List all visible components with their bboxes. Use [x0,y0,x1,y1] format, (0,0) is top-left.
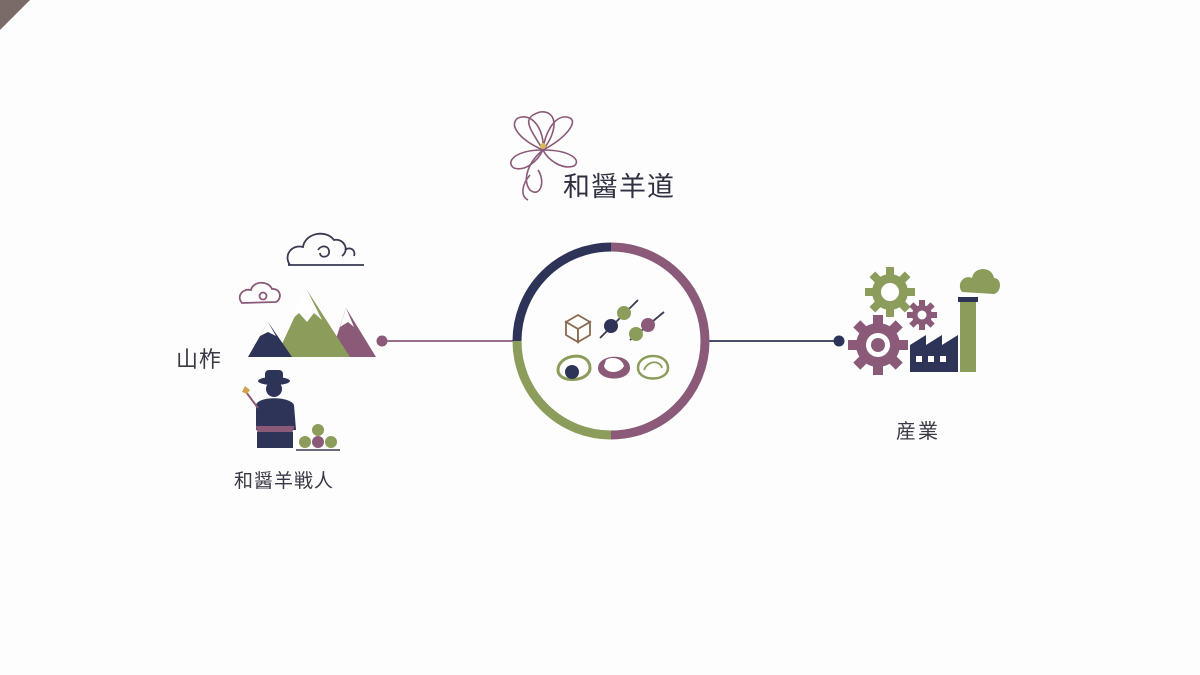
mountain-icon [248,290,376,357]
cloud-icon [286,232,364,266]
right-connector-dot [833,335,845,347]
corner-decoration [0,0,30,30]
cloud-icon [238,281,281,304]
brand-title: 和醤羊道 [563,172,675,203]
wagashi-sweets-icon [556,299,670,381]
factory-gears-icon [848,267,1000,375]
center-ring [512,242,710,440]
artisan-person-icon [242,370,340,451]
artisan-label: 和醤羊戦人 [234,470,335,492]
industry-label: 産業 [896,419,940,443]
left-connector-dot [376,335,388,347]
left-label: 山柞 [176,348,223,373]
flower-logo-icon [510,111,578,201]
